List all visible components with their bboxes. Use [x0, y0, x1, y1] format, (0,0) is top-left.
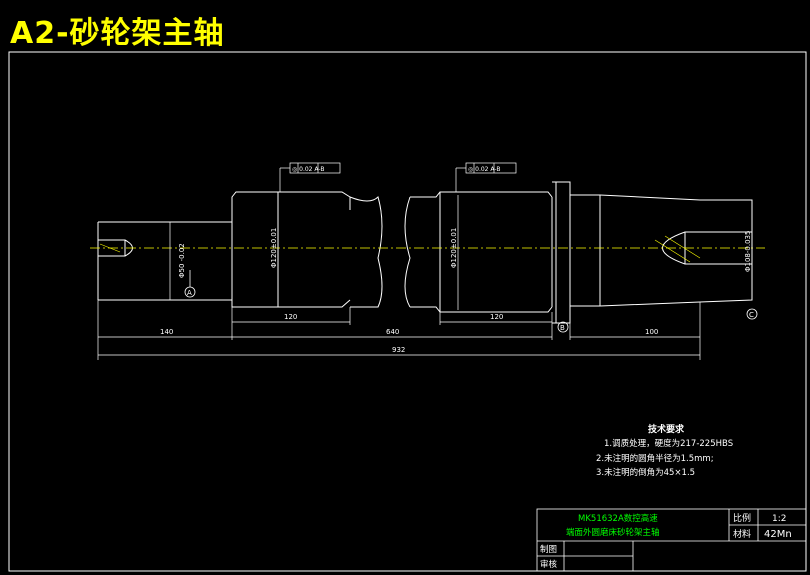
title-block-lines	[536, 508, 807, 572]
dim-dia-left: Φ50 -0.02	[178, 243, 186, 278]
drawing-title: A2-砂轮架主轴	[10, 16, 225, 51]
dim-120-left: 120	[284, 313, 297, 321]
tech-item-3: 3.未注明的倒角为45×1.5	[596, 467, 695, 478]
tech-item-1: 1.调质处理，硬度为217-225HBS	[604, 438, 733, 449]
dim-640: 640	[386, 328, 399, 336]
scale-label: 比例	[733, 512, 751, 524]
title-block-name-1: MK51632A数控高速	[578, 513, 658, 524]
dimension-lines	[97, 195, 753, 360]
tolerance-frame-1	[279, 162, 341, 192]
drawn-label: 制图	[540, 544, 557, 555]
material-label: 材料	[733, 528, 751, 540]
dim-100: 100	[645, 328, 658, 336]
dim-dia-right: Φ108-0.035	[744, 231, 752, 272]
datum-a: A	[187, 289, 192, 297]
dim-dia-j2: Φ120±0.01	[450, 228, 458, 268]
dim-140: 140	[160, 328, 173, 336]
drawing-border	[8, 51, 807, 572]
dim-120-right: 120	[490, 313, 503, 321]
tech-item-2: 2.未注明的圆角半径为1.5mm;	[596, 453, 714, 464]
shaft-outline	[97, 181, 753, 324]
tolerance-frame-2	[455, 162, 517, 192]
dim-932: 932	[392, 346, 405, 354]
title-block-name-2: 端面外圆磨床砂轮架主轴	[566, 527, 660, 538]
scale-value: 1:2	[772, 514, 786, 524]
datum-c: C	[749, 311, 754, 319]
check-label: 审核	[540, 559, 558, 570]
datum-markers	[184, 270, 758, 333]
material-value: 42Mn	[764, 529, 792, 540]
dim-dia-j1: Φ120±0.01	[270, 228, 278, 268]
tolerance-frame-2-text: ◎ 0.02 A-B	[468, 166, 500, 173]
datum-b: B	[560, 324, 565, 332]
tolerance-frame-1-text: ◎ 0.02 A-B	[292, 166, 324, 173]
hatch	[99, 235, 701, 263]
tech-heading: 技术要求	[648, 423, 685, 435]
